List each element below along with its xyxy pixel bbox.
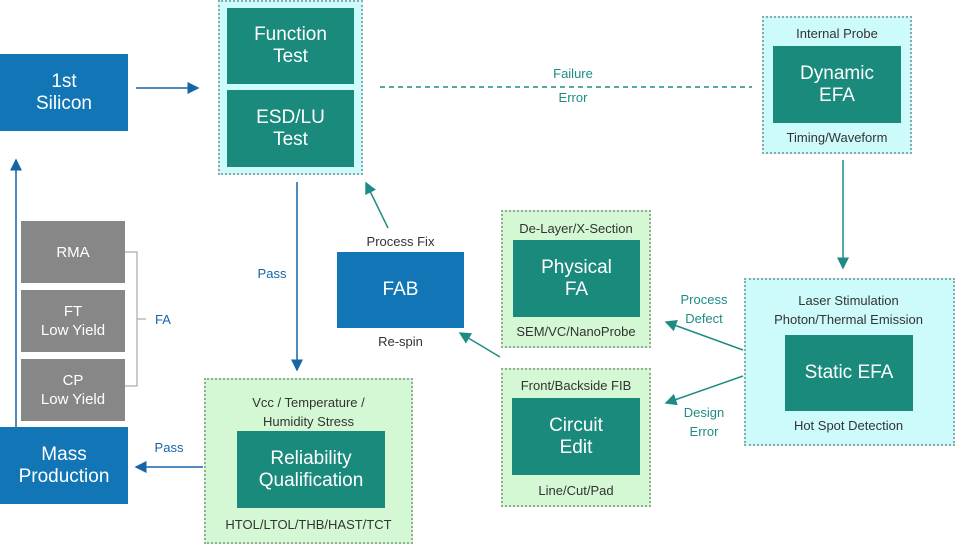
fab-bottom-caption: Re-spin: [378, 334, 423, 349]
fa-bracket: [125, 251, 138, 387]
function-test-box: Function Test: [227, 8, 354, 84]
circuit-edit-top-caption: Front/Backside FIB: [520, 378, 632, 393]
arrow-static-to-circuit: [664, 375, 744, 406]
circuit-edit-bottom-caption: Line/Cut/Pad: [538, 483, 614, 498]
cp-low-yield-box: CP Low Yield: [21, 359, 125, 421]
esd-lu-test-box: ESD/LU Test: [227, 90, 354, 167]
arrow-static-to-physical: [664, 319, 744, 351]
process-defect-label: Process Defect: [680, 292, 728, 326]
error-label: Error: [558, 90, 588, 105]
ft-low-yield-box: FT Low Yield: [21, 290, 125, 352]
failure-label: Failure: [553, 66, 593, 81]
fab-top-caption: Process Fix: [366, 234, 435, 249]
static-efa-box: Static EFA: [785, 335, 913, 411]
reliability-top-caption: Vcc / Temperature / Humidity Stress: [252, 395, 365, 429]
reliability-bottom-caption: HTOL/LTOL/THB/HAST/TCT: [225, 517, 392, 532]
dynamic-efa-box: Dynamic EFA: [773, 46, 901, 123]
mass-production-box: Mass Production: [0, 427, 128, 504]
static-efa-bottom-caption: Hot Spot Detection: [793, 418, 904, 433]
first-silicon-box: 1st Silicon: [0, 54, 128, 131]
pass-left-label: Pass: [154, 440, 184, 455]
fa-label: FA: [155, 312, 171, 327]
fab-box: FAB: [337, 252, 464, 328]
physical-fa-bottom-caption: SEM/VC/NanoProbe: [516, 324, 636, 339]
static-efa-top-caption: Laser Stimulation Photon/Thermal Emissio…: [774, 293, 923, 327]
physical-fa-box: Physical FA: [513, 240, 640, 317]
reliability-box: Reliability Qualification: [237, 431, 385, 508]
dynamic-efa-top-caption: Internal Probe: [796, 26, 878, 41]
circuit-edit-box: Circuit Edit: [512, 398, 640, 475]
design-error-label: Design Error: [683, 405, 725, 439]
dynamic-efa-bottom-caption: Timing/Waveform: [786, 130, 888, 145]
pass-down-label: Pass: [257, 266, 287, 281]
rma-box: RMA: [21, 221, 125, 283]
arrow-fab-to-test: [365, 181, 389, 229]
arrow-circuit-to-fab: [458, 332, 501, 358]
physical-fa-top-caption: De-Layer/X-Section: [519, 221, 633, 236]
